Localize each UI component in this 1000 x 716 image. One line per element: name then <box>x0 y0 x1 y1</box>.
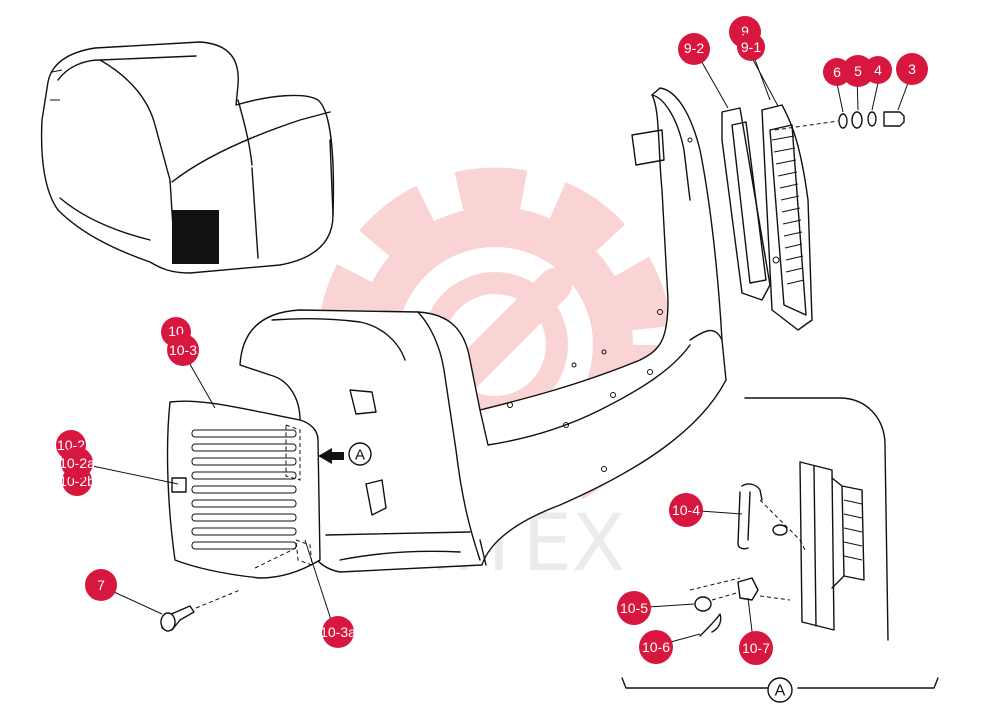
callout-9-1-label: 9-1 <box>741 39 761 55</box>
callout-9-2[interactable]: 9-2 <box>678 33 710 65</box>
detail-a-marker <box>348 442 372 466</box>
machine-overview-thumbnail <box>40 41 335 274</box>
callout-10-2a[interactable]: 10-2a <box>59 447 95 479</box>
washer-5 <box>851 111 863 129</box>
callout-10-3-label: 10-3 <box>169 342 197 358</box>
callout-10-5[interactable]: 10-5 <box>617 591 651 625</box>
bolt-7 <box>160 589 241 632</box>
callout-9-1[interactable]: 9-1 <box>737 33 765 61</box>
callout-10-4-label: 10-4 <box>672 502 700 518</box>
bolt-3 <box>883 111 905 127</box>
callout-10-2a-label: 10-2a <box>59 455 95 471</box>
callout-10-4[interactable]: 10-4 <box>669 493 703 527</box>
fastener-stack <box>774 111 905 131</box>
callout-7-label: 7 <box>97 577 105 593</box>
side-grille-9 <box>721 104 813 331</box>
callout-7[interactable]: 7 <box>85 569 117 601</box>
washer-4 <box>867 111 877 127</box>
detail-a-pointer[interactable]: A <box>318 442 372 466</box>
detail-a-label-circle <box>767 677 793 703</box>
front-grille-10 <box>166 400 321 579</box>
callout-5-label: 5 <box>854 63 862 79</box>
washer-6 <box>838 113 848 129</box>
callout-9-2-label: 9-2 <box>684 40 704 56</box>
detail-a-label: A <box>775 683 786 700</box>
callout-10-6[interactable]: 10-6 <box>639 630 673 664</box>
callout-5[interactable]: 5 <box>842 55 874 87</box>
callout-3-label: 3 <box>908 61 916 77</box>
callout-10-6-label: 10-6 <box>642 639 670 655</box>
callout-10-3[interactable]: 10-3 <box>167 334 199 366</box>
callout-10-7[interactable]: 10-7 <box>739 631 773 665</box>
thumbnail-highlight <box>172 210 219 264</box>
callout-6-label: 6 <box>833 64 841 80</box>
callout-10-5-label: 10-5 <box>620 600 648 616</box>
callouts: 9 9-2 9-1 6 4 5 3 10 10-3 10-2 10-2b 10-… <box>56 16 928 665</box>
detail-a-marker-label: A <box>355 447 365 464</box>
callout-10-7-label: 10-7 <box>742 640 770 656</box>
callout-4-label: 4 <box>874 62 882 78</box>
callout-9-label: 9 <box>741 23 749 39</box>
callout-10-3a[interactable]: 10-3a <box>320 616 356 648</box>
callout-3[interactable]: 3 <box>896 53 928 85</box>
callout-10-2b-label: 10-2b <box>59 473 95 489</box>
callout-10-3a-label: 10-3a <box>320 624 356 640</box>
detail-a-box: A <box>621 397 939 703</box>
